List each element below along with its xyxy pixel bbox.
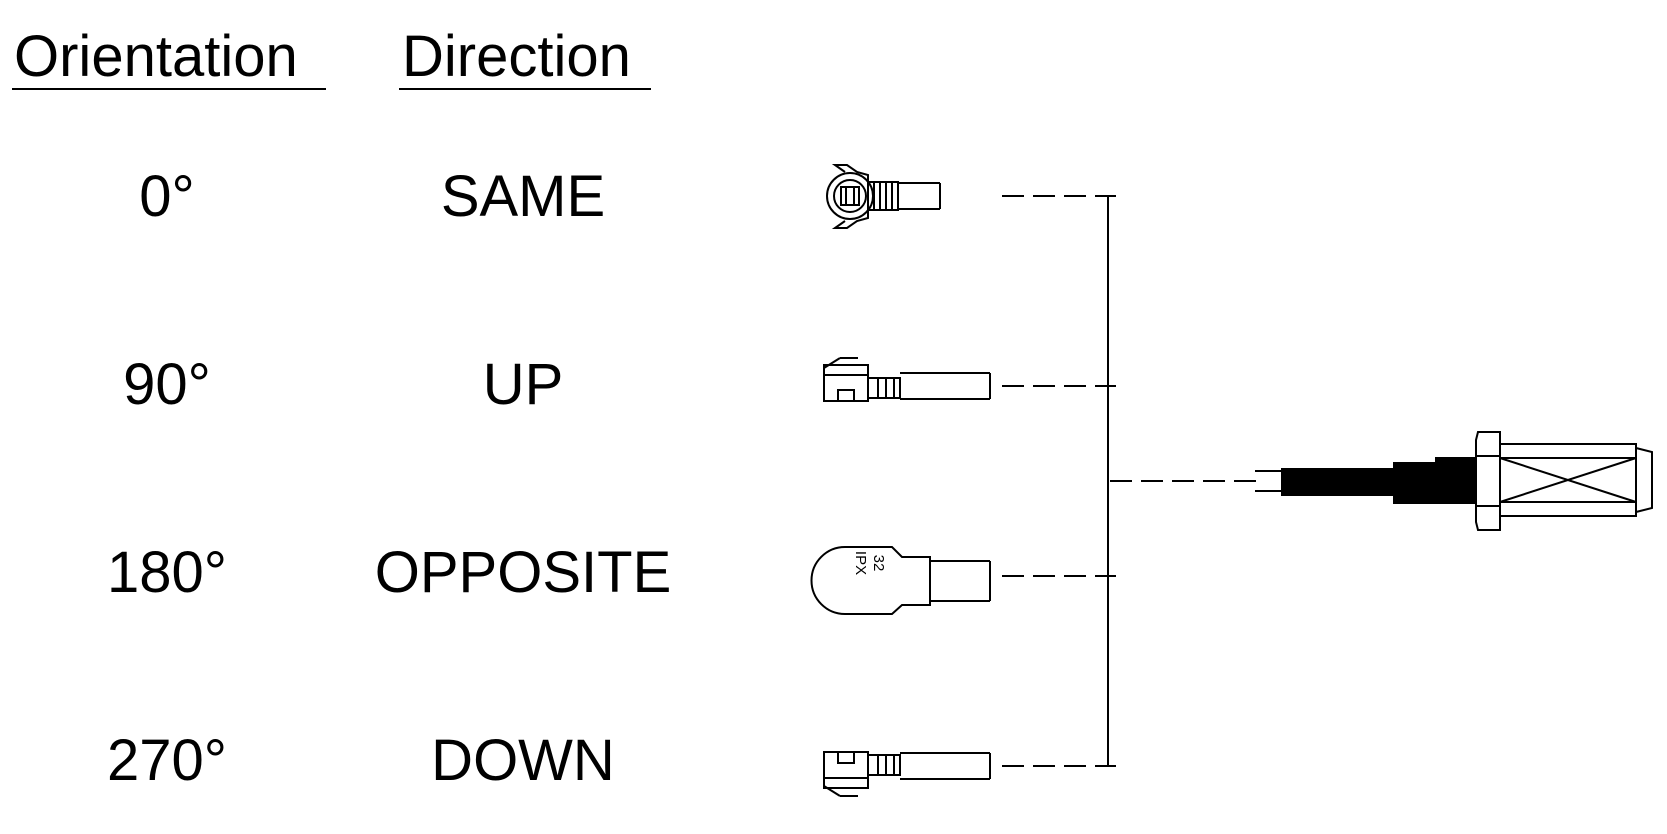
orientation-90: 90° — [123, 352, 211, 417]
vertical-bus-line — [1107, 195, 1116, 767]
connector-down-icon — [823, 751, 991, 797]
orientation-0: 0° — [139, 164, 195, 229]
direction-same: SAME — [440, 164, 606, 229]
bulkhead-connector-icon — [1255, 431, 1653, 531]
orientation-header-underline — [12, 88, 326, 90]
orientation-header: Orientation — [14, 24, 298, 89]
connector-label-number: 32 — [870, 555, 887, 572]
direction-down: DOWN — [431, 728, 615, 793]
orientation-180: 180° — [107, 540, 227, 605]
orientation-270: 270° — [107, 728, 227, 793]
dashed-leader-lines — [1002, 195, 1258, 767]
connector-label-group: 32 IPX — [852, 551, 887, 575]
direction-header-underline — [399, 88, 651, 90]
connector-opposite-icon — [810, 546, 991, 615]
direction-header: Direction — [402, 24, 631, 89]
direction-up: UP — [482, 352, 564, 417]
direction-opposite: OPPOSITE — [374, 540, 672, 605]
connector-up-icon — [823, 357, 991, 402]
connector-same-icon — [826, 164, 941, 229]
connector-label: IPX — [852, 551, 869, 575]
